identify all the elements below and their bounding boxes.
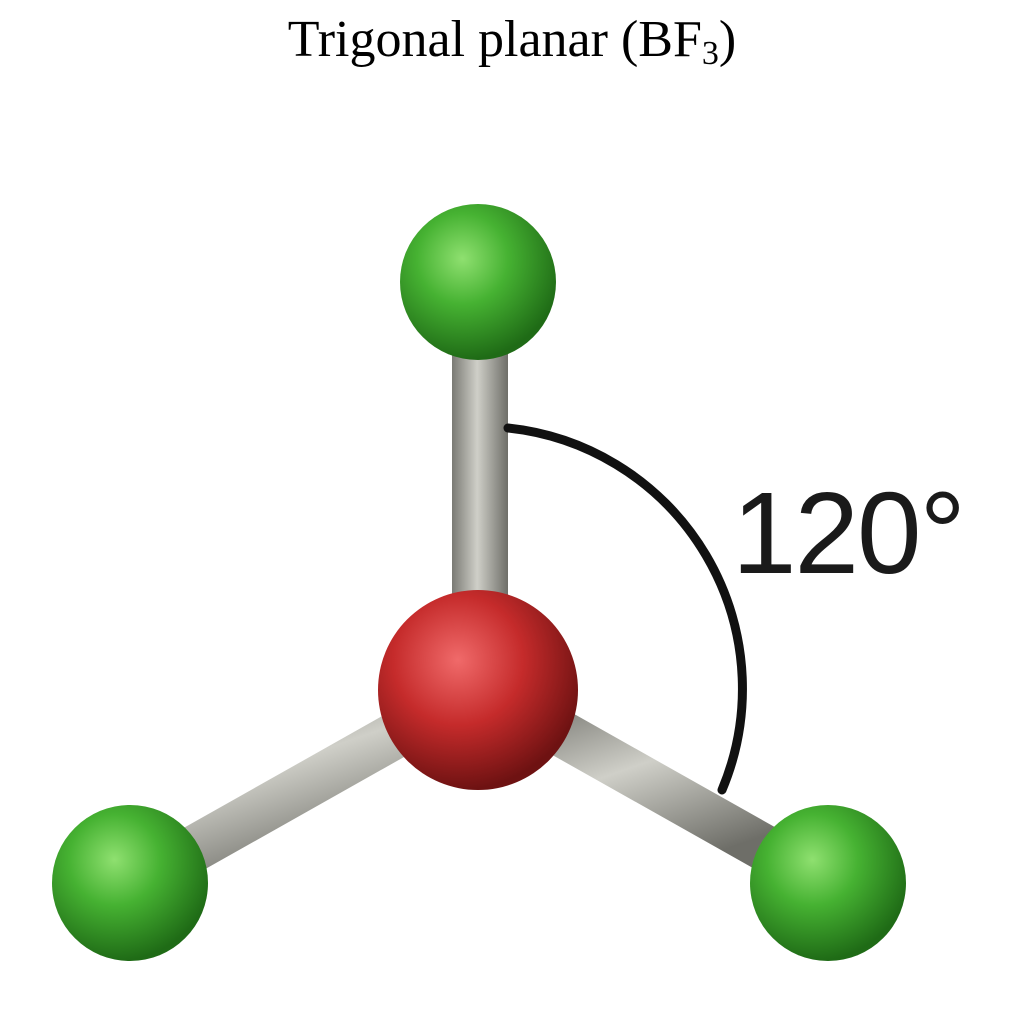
fluorine-atom-right	[750, 805, 906, 961]
title-close: )	[718, 11, 737, 68]
bond-angle-label: 120°	[732, 468, 966, 598]
boron-atom-center	[378, 590, 578, 790]
angle-arc	[503, 423, 747, 795]
title-subscript: 3	[701, 35, 719, 72]
title-main: Trigonal planar (BF	[287, 11, 702, 68]
fluorine-atom-top	[400, 204, 556, 360]
page-title: Trigonal planar (BF3)	[0, 10, 1024, 76]
fluorine-atom-left	[52, 805, 208, 961]
bond-left	[180, 706, 420, 872]
bond-top	[452, 330, 508, 630]
bond-right	[540, 706, 780, 872]
